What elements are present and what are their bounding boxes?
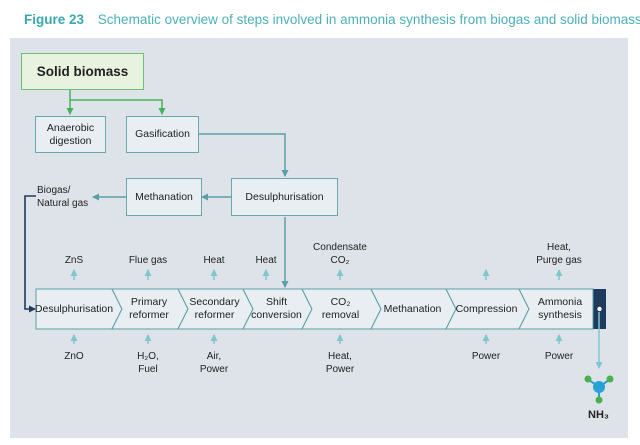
anaerobic-digestion-line2: digestion — [49, 134, 92, 147]
step-label-line: synthesis — [538, 309, 582, 321]
figure-caption: Figure 23 Schematic overview of steps in… — [24, 12, 640, 27]
step-label-line: Compression — [455, 302, 518, 315]
input-label-line: ZnO — [64, 351, 84, 362]
gasification-label: Gasification — [135, 128, 190, 140]
figure-title: Schematic overview of steps involved in … — [97, 12, 640, 27]
step-label-compression: Compression — [454, 289, 519, 329]
output-label-line: CO₂ — [330, 254, 350, 266]
input-label-primary-reformer: H₂O,Fuel — [108, 351, 188, 376]
input-label-line: Heat, — [328, 351, 352, 362]
step-label-line: CO₂ — [330, 296, 351, 308]
step-label-line: reformer — [129, 309, 169, 321]
biogas-line2: Natural gas — [37, 197, 89, 209]
output-label-line: Heat — [203, 255, 225, 266]
step-label-line: reformer — [194, 309, 235, 321]
biomass-to-gasification-arrow — [70, 99, 166, 115]
output-label-line: Purge gas — [536, 254, 582, 266]
input-label-compression: Power — [446, 351, 526, 364]
input-label-line: Power — [325, 363, 355, 375]
output-label-line: ZnS — [64, 255, 84, 266]
step-label-methanation: Methanation — [379, 289, 446, 329]
desulphurisation-top-label: Desulphurisation — [245, 190, 324, 203]
input-label-line: Power — [199, 363, 229, 375]
step-label-desulphurisation: Desulphurisation — [34, 289, 114, 329]
input-label-line: Power — [544, 351, 574, 362]
input-label-desulphurisation: ZnO — [34, 351, 114, 364]
output-label-primary-reformer: Flue gas — [108, 255, 188, 268]
ammonia-molecule-icon — [584, 375, 614, 404]
step-label-line: removal — [321, 309, 360, 321]
step-label-line: Methanation — [383, 302, 442, 315]
step-label-line: Ammonia — [537, 296, 583, 308]
solid-biomass-box: Solid biomass — [21, 53, 144, 90]
desulphurisation-top-box: Desulphurisation — [231, 178, 338, 216]
input-label-line: Power — [471, 351, 501, 362]
diagram-panel — [10, 38, 628, 438]
input-label-ammonia-synthesis: Power — [519, 351, 599, 364]
step-label-line: Desulphurisation — [34, 302, 114, 315]
anaerobic-digestion-box: Anaerobic digestion — [35, 116, 106, 153]
input-label-secondary-reformer: Air,Power — [174, 351, 254, 376]
biogas-to-main-line-arrow — [24, 195, 36, 313]
anaerobic-digestion-line1: Anaerobic — [46, 121, 95, 134]
output-label-line: Condensate — [313, 242, 367, 253]
input-label-line: Fuel — [138, 363, 158, 375]
output-label-line: Heat — [255, 255, 277, 266]
output-label-line: Flue gas — [128, 255, 168, 266]
solid-biomass-label: Solid biomass — [36, 64, 129, 79]
output-label-secondary-reformer: Heat — [174, 255, 254, 268]
step-chevron-ammonia-synthesis — [518, 288, 594, 330]
methanation-top-box: Methanation — [126, 178, 202, 216]
input-label-line: Air, — [206, 351, 222, 362]
step-label-line: Primary — [130, 296, 168, 308]
process-chevrons — [35, 288, 594, 330]
end-cap-dot — [597, 306, 602, 312]
gasification-to-desulph-arrow — [199, 133, 289, 177]
ammonia-product-label: NH₃ — [588, 409, 609, 421]
output-label-desulphurisation: ZnS — [34, 255, 114, 268]
output-label-ammonia-synthesis: Heat,Purge gas — [519, 242, 599, 267]
input-label-line: H₂O, — [137, 351, 159, 362]
input-output-arrows — [70, 269, 563, 344]
step-label-line: Secondary — [189, 296, 240, 308]
step-label-line: conversion — [251, 309, 302, 321]
biogas-natural-gas-label: Biogas/ Natural gas — [37, 185, 88, 210]
output-label-shift-conversion: Heat — [226, 255, 306, 268]
gasification-box: Gasification — [126, 116, 199, 153]
step-label-line: Shift — [265, 296, 287, 308]
figure-number: Figure 23 — [24, 12, 85, 27]
methanation-top-label: Methanation — [135, 190, 193, 203]
output-label-line: Heat, — [547, 242, 571, 253]
biogas-line1: Biogas/ — [37, 185, 71, 196]
input-label-co-removal: Heat,Power — [300, 351, 380, 376]
